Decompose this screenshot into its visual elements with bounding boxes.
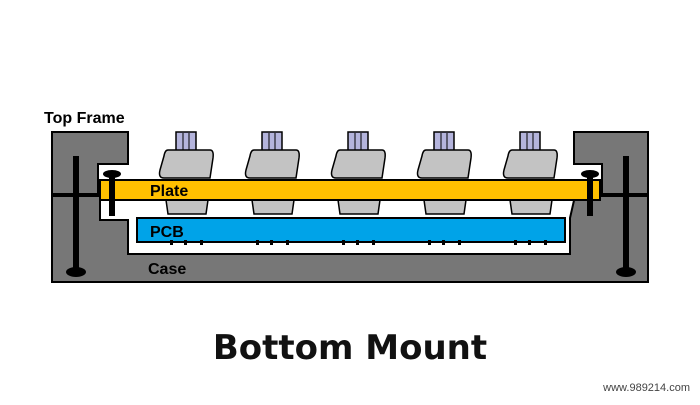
switch-pin [256, 240, 259, 245]
switch-pin [528, 240, 531, 245]
top-frame-label: Top Frame [44, 110, 125, 127]
switch-housing-bottom [251, 199, 295, 215]
switch-housing-top [502, 149, 558, 179]
switch-stem [433, 131, 455, 153]
plate-label: Plate [150, 183, 188, 200]
pcb [136, 217, 566, 243]
pcb-label: PCB [150, 224, 184, 241]
switch-stem [175, 131, 197, 153]
switch-pin [286, 240, 289, 245]
switch-pin [356, 240, 359, 245]
switch-housing-top [416, 149, 472, 179]
keyswitch [244, 131, 300, 245]
switch-pin [514, 240, 517, 245]
keyswitch [416, 131, 472, 245]
switch-pin [442, 240, 445, 245]
switch-pin [200, 240, 203, 245]
case-shape [51, 195, 649, 283]
switch-housing-bottom [337, 199, 381, 215]
switch-housing-bottom [165, 199, 209, 215]
top-frame-left [51, 131, 129, 195]
switch-housing-bottom [509, 199, 553, 215]
switch-housing-top [158, 149, 214, 179]
switch-pin [544, 240, 547, 245]
screw-right-plate [581, 170, 599, 216]
switch-stem [261, 131, 283, 153]
switch-pin [428, 240, 431, 245]
screw-right-case [616, 156, 636, 277]
diagram-caption: Bottom Mount [212, 328, 488, 368]
switch-pin [184, 240, 187, 245]
keyswitch [502, 131, 558, 245]
top-frame-right [573, 131, 649, 195]
switches-group [158, 131, 558, 245]
keyswitch [158, 131, 214, 245]
switch-pin [372, 240, 375, 245]
watermark: www.989214.com [603, 382, 690, 394]
switch-pin [270, 240, 273, 245]
switch-housing-top [244, 149, 300, 179]
switch-pin [170, 240, 173, 245]
switch-stem [519, 131, 541, 153]
case-label: Case [148, 261, 186, 278]
switch-housing-bottom [423, 199, 467, 215]
switch-housing-top [330, 149, 386, 179]
plate [99, 179, 601, 201]
switch-stem [347, 131, 369, 153]
screw-left-plate [103, 170, 121, 216]
screw-left-case [66, 156, 86, 277]
keyswitch [330, 131, 386, 245]
switch-pin [458, 240, 461, 245]
switch-pin [342, 240, 345, 245]
